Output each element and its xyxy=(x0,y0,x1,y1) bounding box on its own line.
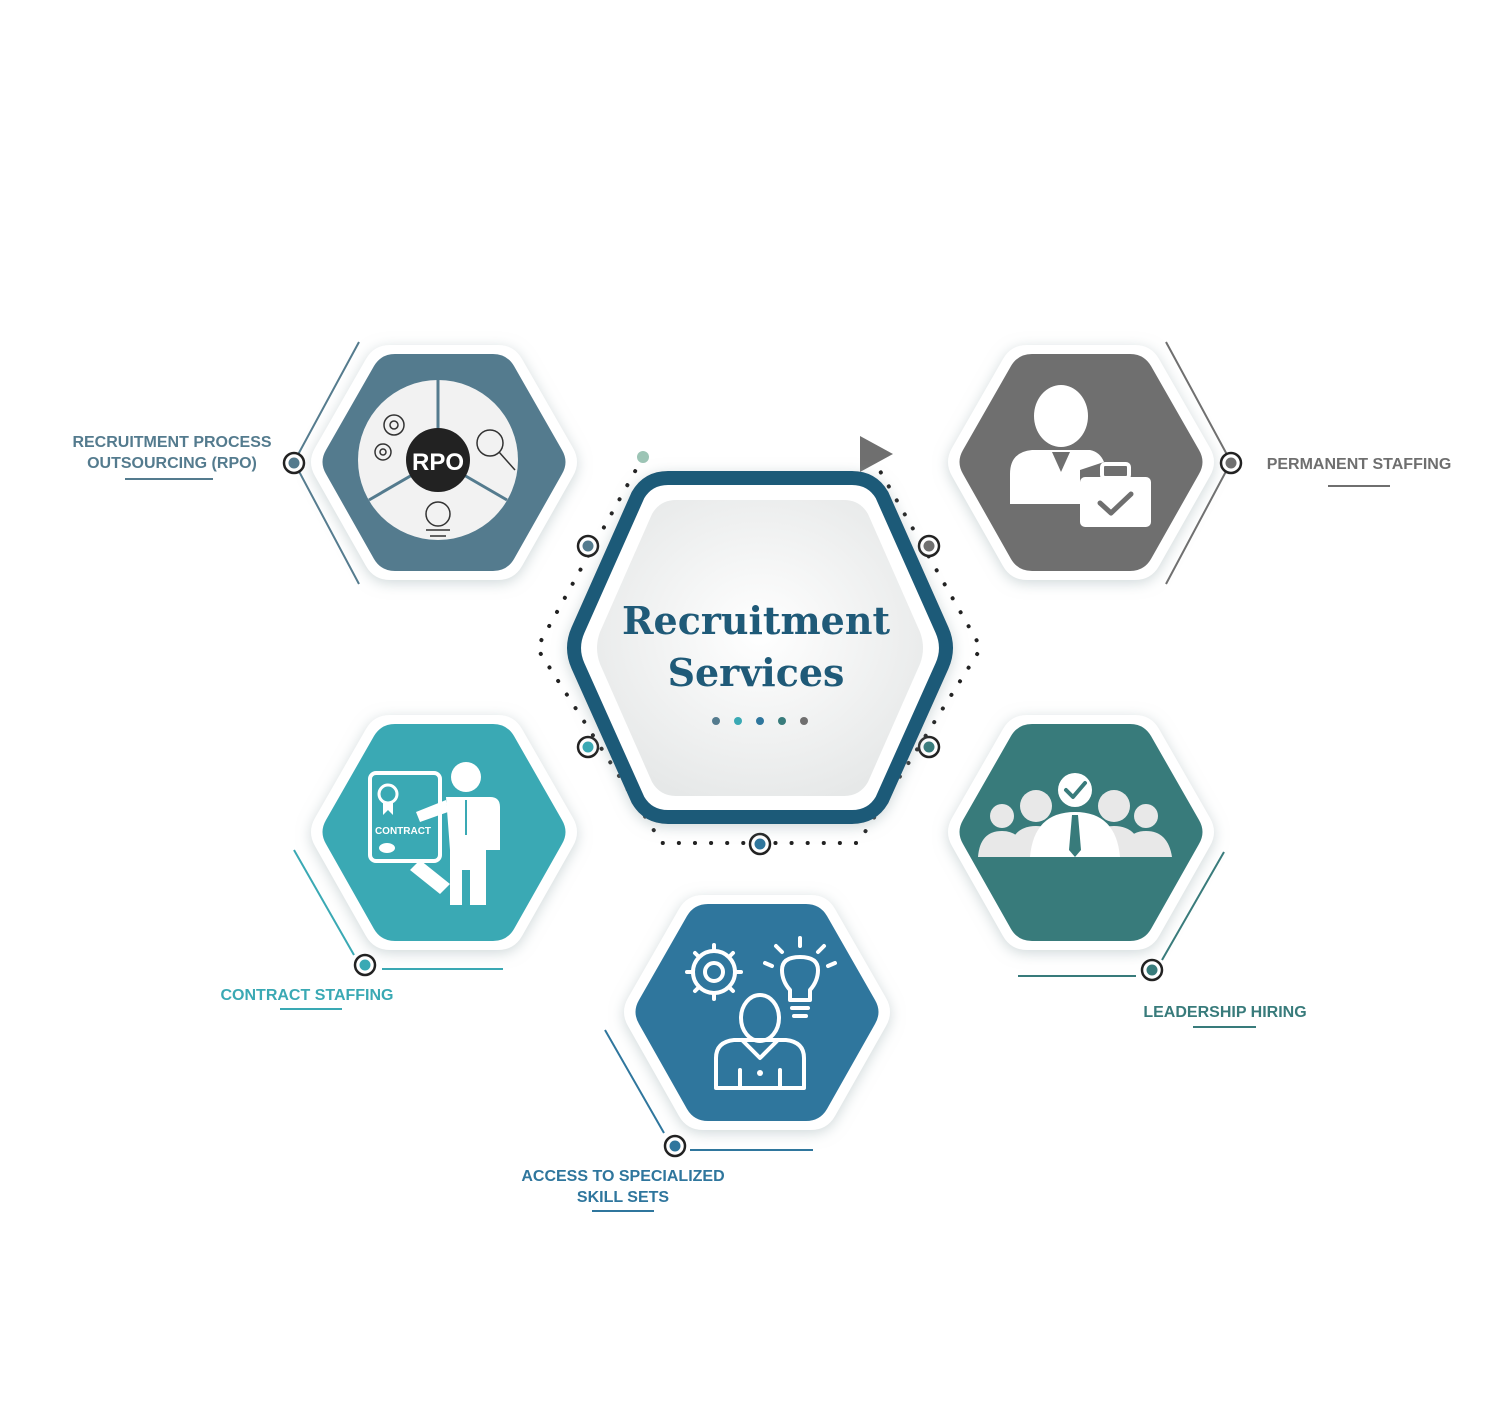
contract-icon-text: CONTRACT xyxy=(375,826,431,837)
label-permanent: PERMANENT STAFFING xyxy=(1267,456,1452,473)
hexagon-contract: CONTRACT xyxy=(311,715,577,950)
contract-handshake-icon: CONTRACT xyxy=(368,762,500,905)
rpo-wheel-icon: RPO xyxy=(358,380,518,540)
person-gear-bulb-icon xyxy=(685,936,837,1090)
label-skills-line1: ACCESS TO SPECIALIZED xyxy=(521,1168,724,1185)
hexagon-rpo: RPO xyxy=(311,345,577,580)
label-leadership: LEADERSHIP HIRING xyxy=(1143,1004,1306,1021)
label-rpo-line1: RECRUITMENT PROCESS xyxy=(72,434,271,451)
team-leader-icon xyxy=(978,773,1172,857)
hexagon-permanent xyxy=(948,345,1214,580)
ring-start-dot xyxy=(637,451,649,463)
label-skills-line2: SKILL SETS xyxy=(577,1189,669,1206)
label-contract: CONTRACT STAFFING xyxy=(220,987,393,1004)
center-title-line2: Services xyxy=(668,650,845,695)
rpo-icon-text: RPO xyxy=(412,449,464,476)
center-dots xyxy=(712,717,808,725)
label-permanent-line1: PERMANENT STAFFING xyxy=(1267,456,1452,473)
label-skills: ACCESS TO SPECIALIZED SKILL SETS xyxy=(521,1168,724,1206)
label-leadership-line1: LEADERSHIP HIRING xyxy=(1143,1004,1306,1021)
center-title-line1: Recruitment xyxy=(622,598,891,643)
center-hexagon: Recruitment Services xyxy=(567,471,953,824)
ring-arrow-icon xyxy=(860,436,893,472)
label-rpo: RECRUITMENT PROCESS OUTSOURCING (RPO) xyxy=(72,434,271,472)
hexagon-leadership xyxy=(948,715,1214,950)
ring-nodes xyxy=(576,534,941,856)
employee-briefcase-icon xyxy=(1010,385,1151,527)
label-nodes xyxy=(282,451,1243,1158)
hexagon-skills xyxy=(624,895,890,1130)
label-rpo-line2: OUTSOURCING (RPO) xyxy=(87,455,257,472)
label-contract-line1: CONTRACT STAFFING xyxy=(220,987,393,1004)
